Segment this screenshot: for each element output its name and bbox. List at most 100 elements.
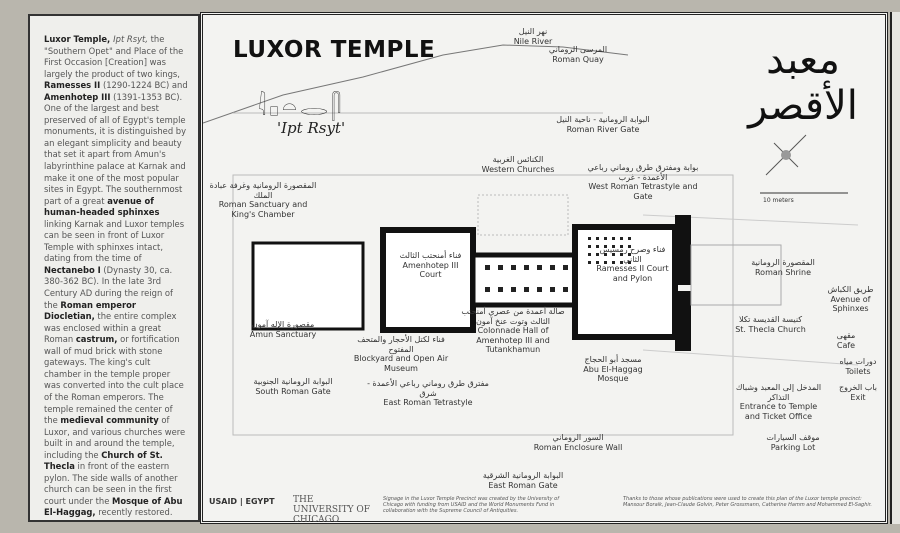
- label-english: Parking Lot: [770, 442, 816, 452]
- label-english: Roman Sanctuary and King's Chamber: [218, 200, 308, 219]
- column: [524, 265, 529, 270]
- column: [498, 287, 503, 292]
- scale-label: 10 meters: [763, 197, 794, 204]
- arabic-title-line-2: الأقصر: [748, 83, 858, 129]
- blockyard: [477, 194, 569, 236]
- label-english: Nile River: [513, 36, 553, 46]
- label-arabic: المرسى الروماني: [548, 45, 608, 54]
- label-arabic: كنيسة القديسة تكلا: [738, 315, 803, 324]
- label-english: South Roman Gate: [255, 386, 331, 396]
- label-english: Amun Sanctuary: [249, 329, 317, 339]
- column: [588, 253, 591, 256]
- column: [620, 261, 623, 264]
- subtitle: 'Ipt Rsyt': [277, 119, 346, 137]
- intro-fragment: or fortification wall of mud brick with …: [44, 334, 184, 426]
- label-west-tetrastyle: بوابة ومفترق طرق روماني رباعي الأعمدة - …: [583, 163, 703, 201]
- column: [628, 237, 631, 240]
- label-english: East Roman Gate: [488, 480, 558, 490]
- column: [588, 237, 591, 240]
- label-arabic: صالة أعمدة من عصري أمنحتب الثالث وتوت عن…: [461, 307, 565, 326]
- label-english: Cafe: [836, 340, 856, 350]
- label-arabic: فناء أمنحتب الثالث: [399, 251, 462, 260]
- label-english: Toilets: [845, 366, 871, 376]
- label-english: Exit: [850, 392, 866, 402]
- label-arabic: مقهى: [836, 331, 856, 340]
- column: [628, 261, 631, 264]
- avenue-edge: [642, 349, 859, 366]
- column: [604, 237, 607, 240]
- label-english: Blockyard and Open Air Museum: [353, 354, 449, 373]
- label-english: East Roman Tetrastyle: [383, 398, 473, 407]
- intro-panel: Luxor Temple, Ipt Rsyt, the "Southern Op…: [28, 14, 200, 522]
- intro-fragment: Luxor Temple,: [44, 34, 114, 44]
- label-arabic: البوابة الرومانية الشرقية: [482, 471, 564, 480]
- column: [604, 245, 607, 248]
- label-arabic: مقصورة الإله آمون: [251, 320, 315, 329]
- column: [563, 265, 568, 270]
- column: [485, 287, 490, 292]
- label-arabic: فناء وصرح رمسيس الثاني: [599, 245, 666, 264]
- column: [596, 245, 599, 248]
- intro-fragment: of Luxor, and various churches were buil…: [44, 415, 186, 460]
- label-english: Roman Quay: [552, 54, 604, 64]
- intro-fragment: in front of the eastern pylon. The side …: [44, 461, 178, 506]
- column: [537, 287, 542, 292]
- label-arabic: باب الخروج: [838, 383, 877, 392]
- nile-riverbank: [203, 44, 629, 124]
- pylon-south: [675, 291, 691, 351]
- page-title: LUXOR TEMPLE: [233, 37, 436, 63]
- intro-fragment: Roman emperor Diocletian,: [44, 299, 136, 322]
- amenhotep-court: [380, 227, 476, 333]
- column: [537, 265, 542, 270]
- hieroglyphs-icon: 𓇋𓊪𓏏𓂋𓋴: [258, 93, 345, 121]
- label-english: St. Thecla Church: [735, 324, 806, 334]
- column: [596, 237, 599, 240]
- label-arabic: الكنائس الغربية: [492, 155, 544, 164]
- label-arabic: المقصورة الرومانية وغرفة عبادة الملك: [209, 181, 317, 200]
- intro-fragment: castrum,: [75, 334, 118, 345]
- column: [620, 245, 623, 248]
- label-colonnade: صالة أعمدة من عصري أمنحتب الثالث وتوت عن…: [458, 307, 568, 355]
- label-arabic: السور الروماني: [552, 433, 604, 442]
- compass-icon: [765, 134, 807, 176]
- colonnade-hall: [470, 252, 581, 308]
- column: [550, 287, 555, 292]
- forecourt: [690, 244, 782, 306]
- column: [612, 237, 615, 240]
- label-english: Colonnade Hall of Amenhotep III and Tuta…: [476, 326, 550, 354]
- intro-fragment: Nectanebo I: [44, 264, 101, 275]
- column: [612, 245, 615, 248]
- column: [604, 261, 607, 264]
- column: [550, 265, 555, 270]
- thanks-text: Thanks to those whose publications were …: [623, 496, 872, 508]
- label-english: Roman Enclosure Wall: [533, 442, 623, 452]
- column: [612, 253, 615, 256]
- intro-fragment: (1290-1224 BC) and: [100, 80, 188, 91]
- column: [588, 261, 591, 264]
- temple-plan: [203, 44, 859, 436]
- label-english: Avenue of Sphinxes: [830, 294, 871, 314]
- label-arabic: البوابة الرومانية - ناحية النيل: [556, 115, 650, 124]
- label-arabic: موقف السيارات: [766, 433, 820, 442]
- column: [485, 265, 490, 270]
- ramesses-court: [572, 224, 678, 340]
- intro-fragment: Mosque of Abu El-Haggag,: [44, 495, 183, 518]
- column: [612, 261, 615, 264]
- label-english: Roman Shrine: [754, 267, 812, 277]
